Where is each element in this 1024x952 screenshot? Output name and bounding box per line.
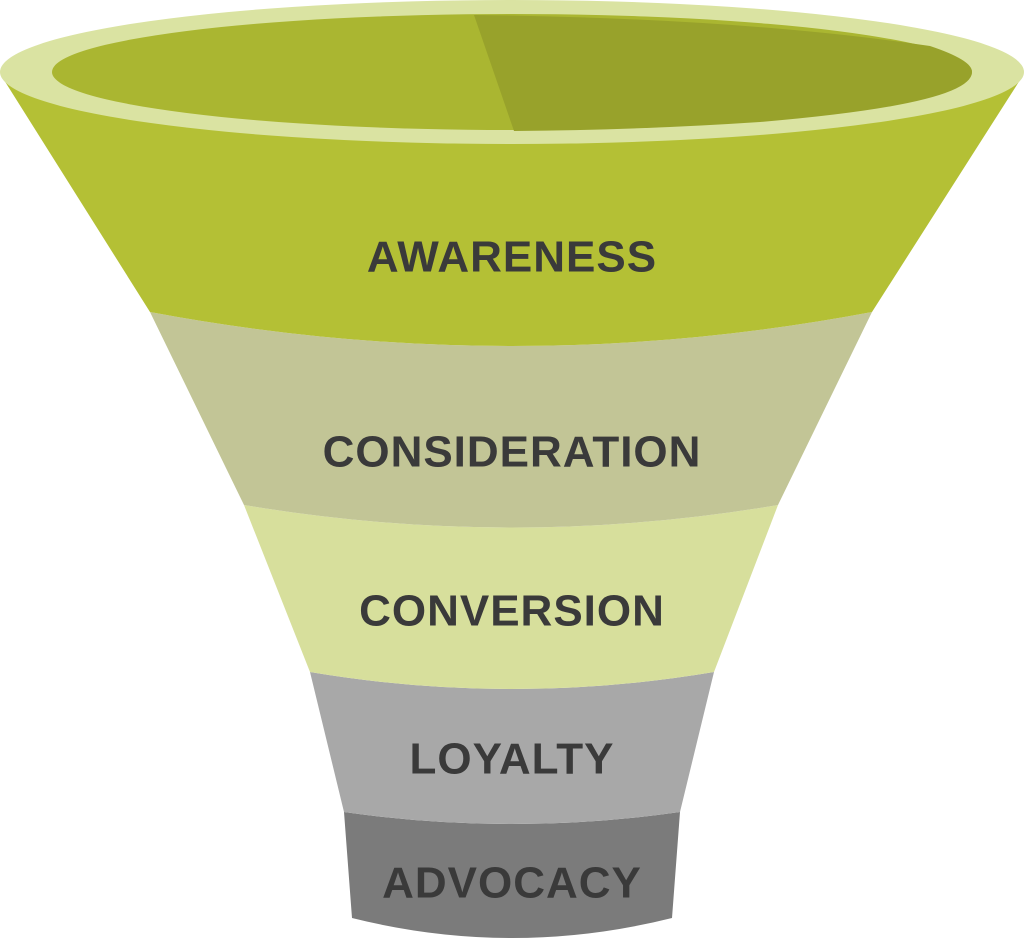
funnel-stage-consideration: [150, 312, 872, 528]
stage-label-advocacy: ADVOCACY: [382, 859, 642, 908]
stage-label-awareness: AWARENESS: [367, 233, 657, 282]
funnel-stage-loyalty: [310, 672, 714, 824]
stage-label-consideration: CONSIDERATION: [323, 428, 702, 477]
funnel-stage-advocacy: [344, 812, 680, 938]
stage-label-loyalty: LOYALTY: [409, 735, 614, 784]
funnel-stage-awareness: [4, 80, 1020, 346]
stage-label-conversion: CONVERSION: [359, 587, 665, 636]
funnel-rim-inner-shadow: [474, 15, 972, 131]
funnel-stage-conversion: [244, 505, 778, 689]
